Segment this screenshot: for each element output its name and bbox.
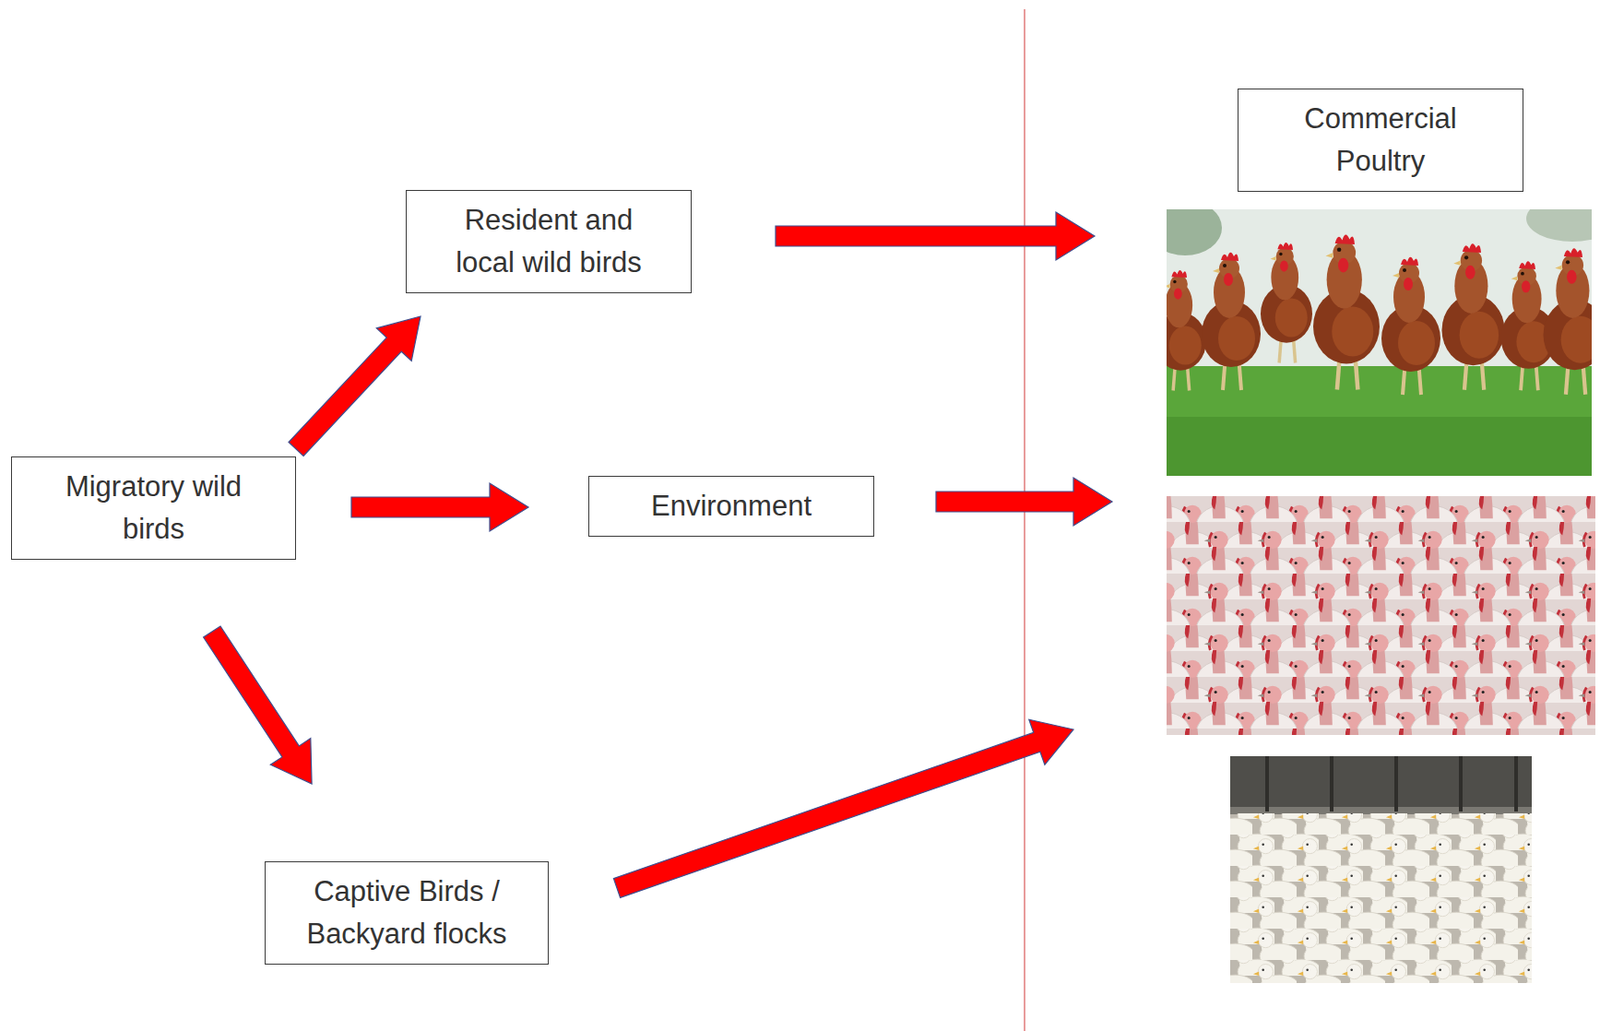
flow-arrow (203, 626, 313, 784)
flow-arrow (936, 477, 1113, 526)
flow-arrow (613, 719, 1074, 898)
flow-arrow (775, 212, 1095, 261)
process-box: Migratory wild birds (11, 456, 297, 560)
heading-box: Commercial Poultry (1237, 88, 1524, 192)
node-label: Captive Birds / Backyard flocks (291, 870, 522, 956)
flow-arrow (288, 316, 421, 457)
turkeys-photo (1166, 496, 1596, 735)
poultry-group: Commercial Poultry (1069, 88, 1587, 984)
ducks-photo (1230, 756, 1532, 984)
node-label: Migratory wild birds (38, 465, 270, 551)
process-box: Captive Birds / Backyard flocks (264, 861, 549, 965)
node-label: Environment (651, 485, 812, 528)
divider-line (1023, 9, 1026, 1031)
flow-arrow (351, 483, 529, 532)
node-label: Resident and local wild birds (433, 199, 664, 285)
process-box: Resident and local wild birds (405, 189, 692, 294)
hens-photo (1148, 195, 1600, 476)
node-label: Commercial Poultry (1265, 97, 1496, 183)
process-box: Environment (588, 475, 875, 537)
